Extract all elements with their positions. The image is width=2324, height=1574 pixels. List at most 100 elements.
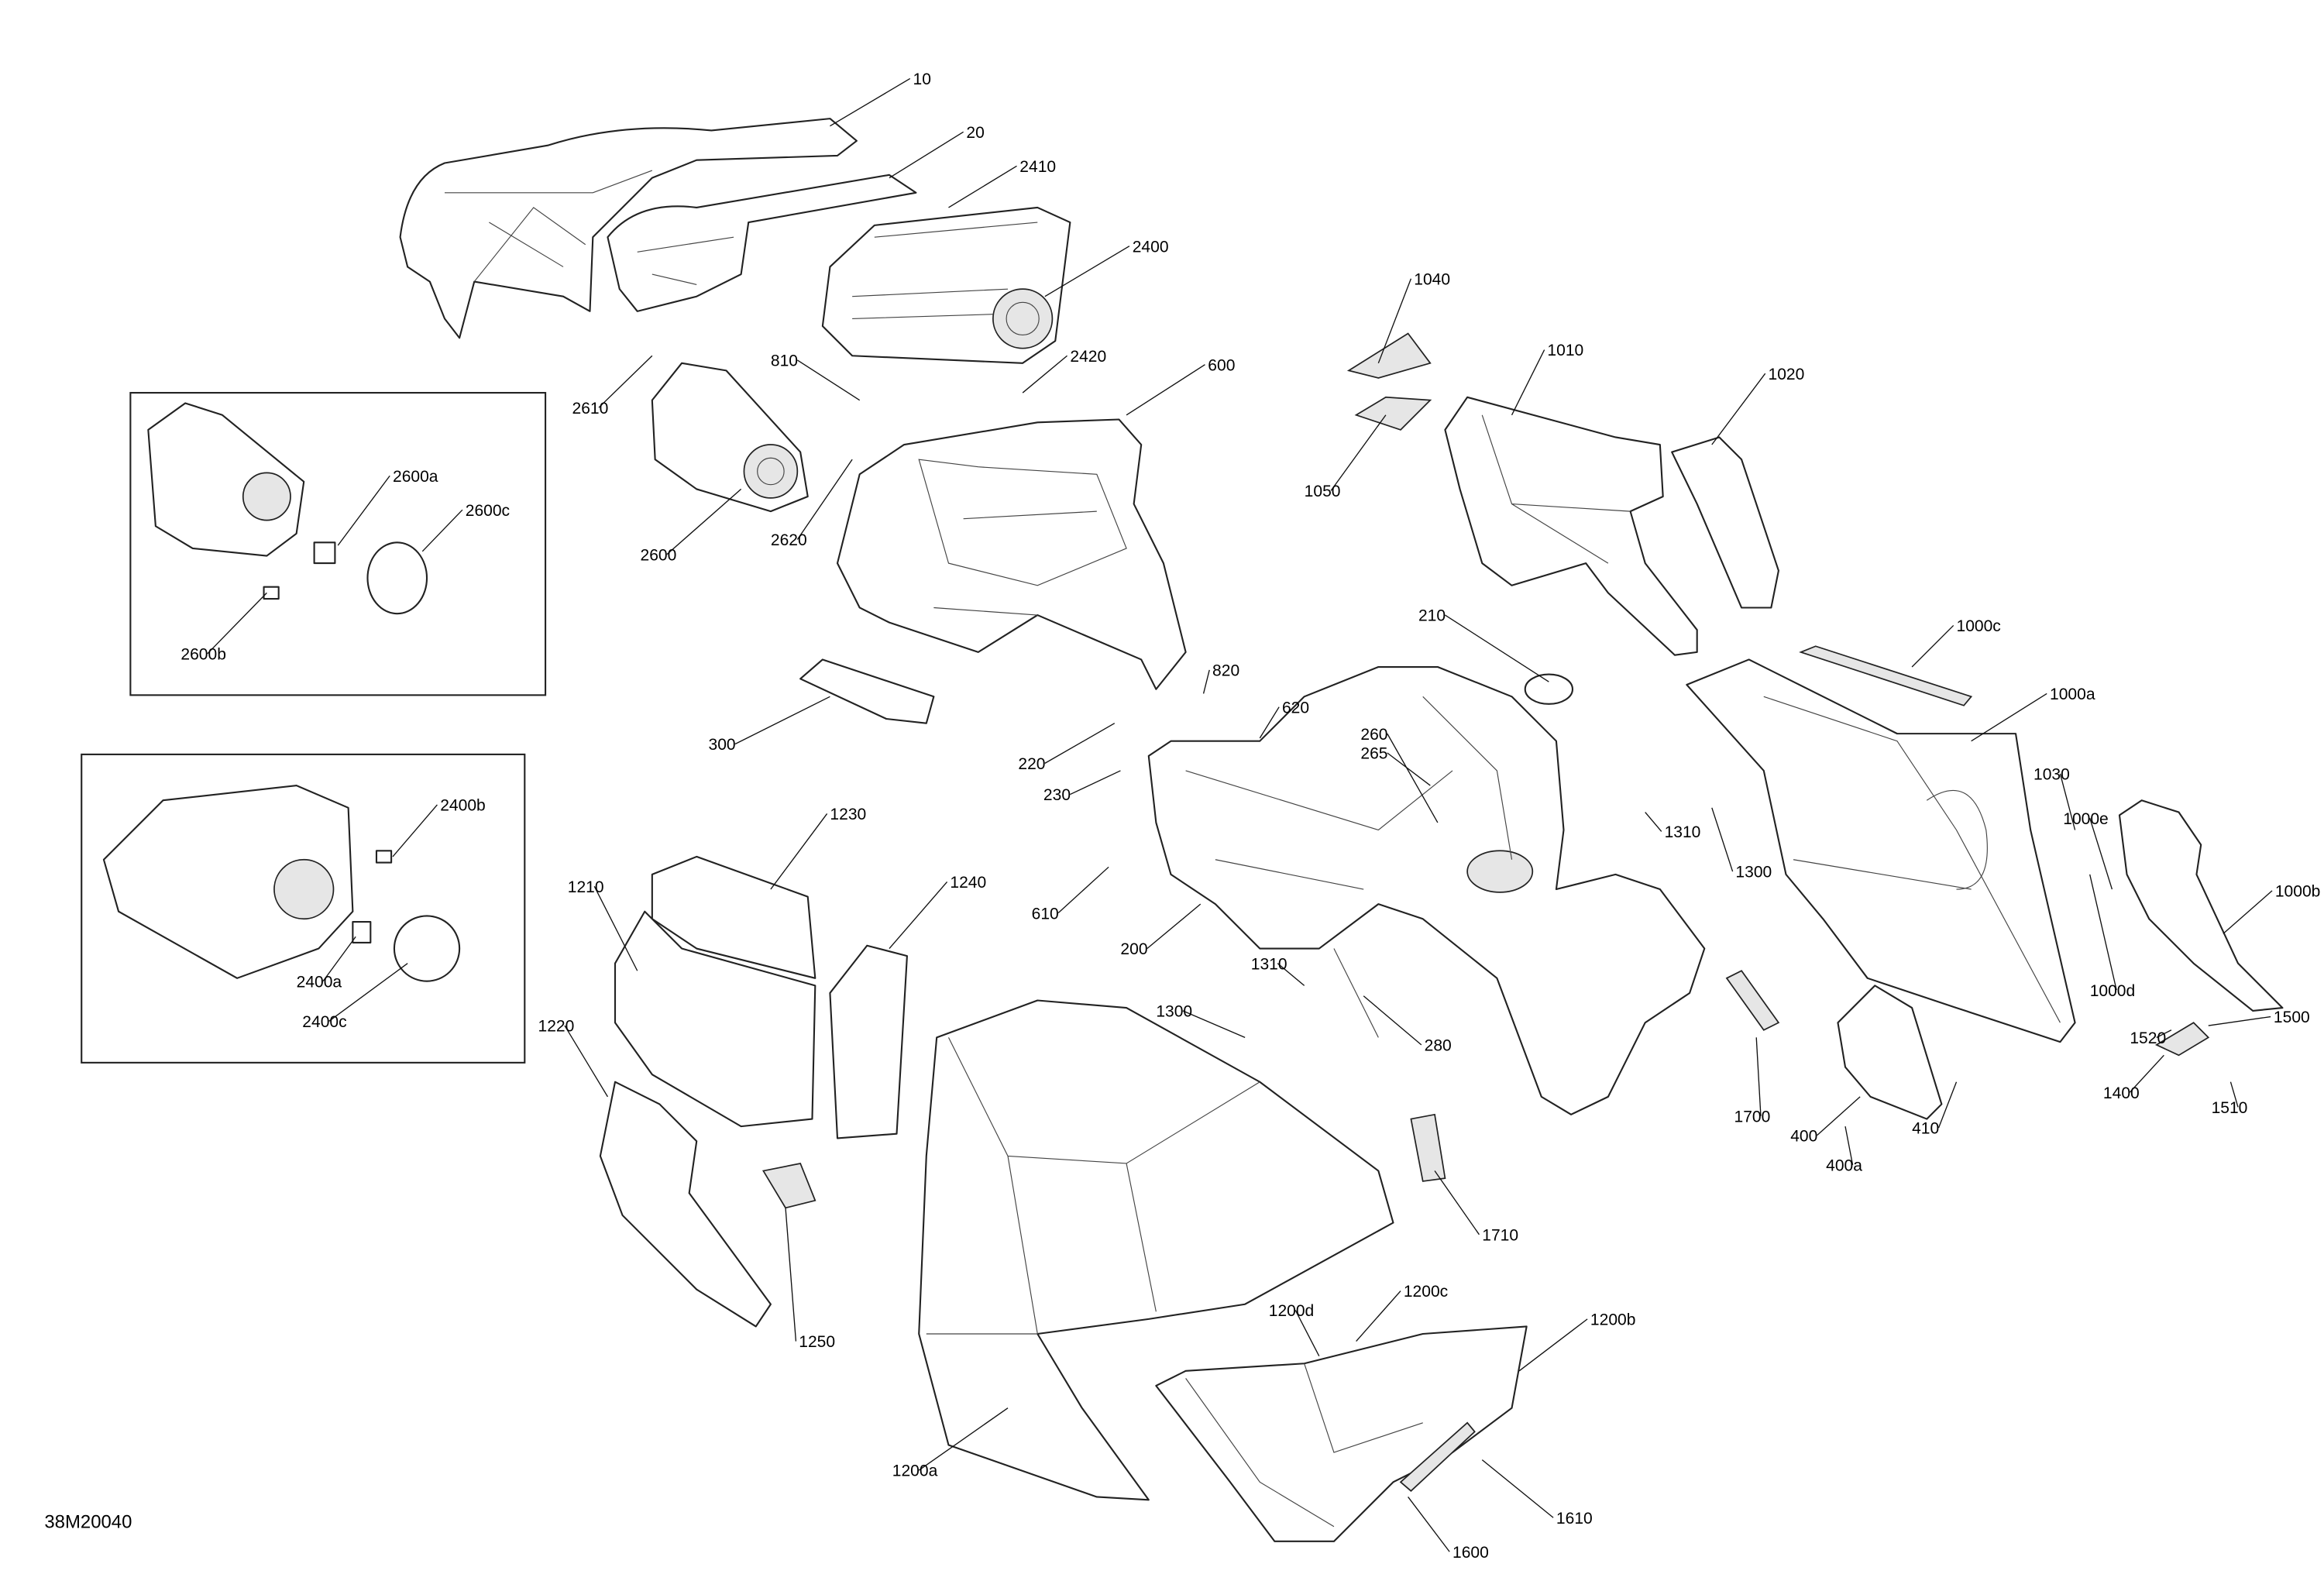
- callout-label-1700: 1700: [1734, 1108, 1771, 1126]
- callout-label-2600b: 2600b: [180, 645, 225, 663]
- leader-line: [1070, 770, 1121, 796]
- callout-label-2610: 2610: [572, 400, 609, 418]
- callout-label-2620: 2620: [771, 531, 807, 549]
- leader-line: [830, 77, 911, 127]
- part-1200b-lower-fairing: [1155, 1325, 1528, 1542]
- callout-label-2400c: 2400c: [302, 1013, 346, 1031]
- leader-line: [2156, 1029, 2172, 1038]
- callout-label-1030: 1030: [2033, 765, 2070, 783]
- leader-line: [2059, 773, 2076, 830]
- callout-label-2410: 2410: [1019, 158, 1056, 176]
- leader-line: [322, 936, 356, 982]
- leader-line: [1518, 1318, 1588, 1372]
- leader-line: [1434, 1170, 1480, 1235]
- callout-label-280: 280: [1425, 1037, 1452, 1055]
- part-1040-bracket: [1346, 332, 1432, 379]
- leader-line: [1044, 246, 1130, 297]
- leader-line: [1445, 614, 1549, 682]
- part-1210-side-panel: [614, 910, 816, 1128]
- leader-line: [2089, 817, 2113, 890]
- callout-label-1400: 1400: [2103, 1084, 2140, 1102]
- leader-line: [392, 804, 438, 857]
- callout-label-1000a: 1000a: [2050, 686, 2095, 703]
- leader-line: [1711, 807, 1734, 872]
- part-600-dashboard-housing: [836, 418, 1187, 690]
- leader-line: [1294, 1310, 1320, 1357]
- callout-label-2400a: 2400a: [297, 973, 342, 991]
- leader-line: [1022, 355, 1067, 394]
- part-1000c-strip: [1799, 645, 1973, 706]
- leader-line: [1645, 812, 1662, 832]
- callout-label-1250: 1250: [799, 1333, 835, 1351]
- callout-label-220: 220: [1018, 755, 1045, 773]
- part-1710-reflector: [1410, 1113, 1446, 1182]
- callout-label-610: 610: [1032, 905, 1059, 923]
- leader-line: [1481, 1459, 1554, 1518]
- callout-label-1520: 1520: [2130, 1029, 2166, 1047]
- leader-line: [770, 813, 828, 890]
- part-1020-side-panel: [1671, 436, 1779, 609]
- callout-label-820: 820: [1212, 662, 1239, 680]
- callout-label-810: 810: [771, 352, 798, 370]
- callout-label-1210: 1210: [568, 878, 604, 896]
- part-2600a-bulb: [313, 541, 336, 565]
- callout-label-1000c: 1000c: [1957, 617, 2001, 635]
- leader-line: [1817, 1096, 1861, 1136]
- leader-line: [593, 885, 638, 971]
- callout-label-400: 400: [1790, 1127, 1817, 1145]
- leader-line: [1711, 373, 1766, 445]
- leader-line: [1147, 903, 1202, 950]
- leader-line: [1911, 624, 1954, 668]
- leader-line: [1387, 752, 1431, 786]
- leader-line: [328, 963, 408, 1022]
- callout-label-1000e: 1000e: [2063, 810, 2108, 828]
- part-10-upper-nose-panel: [399, 118, 858, 339]
- callout-label-210: 210: [1418, 607, 1446, 625]
- callout-label-1010: 1010: [1547, 342, 1583, 359]
- part-1000b-rear-panel: [2118, 799, 2284, 1012]
- callout-label-1220: 1220: [538, 1018, 575, 1036]
- callout-label-1000d: 1000d: [2090, 982, 2135, 1000]
- callout-label-1310: 1310: [1665, 823, 1701, 841]
- callout-label-1050: 1050: [1305, 483, 1341, 500]
- callout-label-1040: 1040: [1414, 270, 1450, 288]
- part-2400b-bulb: [375, 850, 393, 864]
- part-2600c-bulb-cap: [366, 541, 428, 615]
- leader-line: [889, 882, 948, 949]
- inset-box-headlight-left: [129, 392, 547, 696]
- callout-label-2400: 2400: [1133, 238, 1169, 256]
- callout-label-1240: 1240: [950, 874, 986, 892]
- callout-label-2420: 2420: [1070, 348, 1106, 366]
- diagram-reference-code: 38M20040: [44, 1512, 132, 1533]
- part-20-trim-panel: [607, 174, 917, 312]
- part-400-tail-light: [1837, 985, 1943, 1120]
- part-1600-strap: [1399, 1421, 1476, 1492]
- callout-label-1200b: 1200b: [1590, 1311, 1635, 1329]
- callout-label-400a: 400a: [1826, 1157, 1862, 1175]
- callout-label-265: 265: [1360, 745, 1387, 763]
- leader-line: [1937, 1081, 1958, 1129]
- leader-line: [889, 131, 964, 179]
- leader-line: [1387, 733, 1439, 823]
- callout-label-1300: 1300: [1735, 864, 1772, 882]
- callout-label-10: 10: [913, 70, 931, 88]
- callout-label-300: 300: [709, 736, 736, 754]
- leader-line: [1182, 1010, 1246, 1038]
- leader-line: [564, 1025, 609, 1098]
- callout-label-1300: 1300: [1156, 1003, 1192, 1021]
- callout-label-1710: 1710: [1482, 1226, 1518, 1244]
- leader-line: [1330, 414, 1387, 491]
- callout-label-2600c: 2600c: [466, 502, 510, 520]
- leader-line: [948, 165, 1017, 208]
- callout-label-2400b: 2400b: [440, 797, 485, 815]
- leader-line: [666, 488, 742, 555]
- leader-line: [1202, 669, 1210, 694]
- leader-line: [796, 359, 861, 401]
- leader-line: [2208, 1016, 2271, 1026]
- leader-line: [1377, 278, 1412, 364]
- part-1000a-side-panel: [1686, 658, 2076, 1043]
- leader-line: [337, 475, 390, 546]
- leader-line: [1971, 692, 2047, 742]
- part-2400c-bulb-cap: [393, 915, 461, 982]
- callout-label-410: 410: [1912, 1120, 1939, 1138]
